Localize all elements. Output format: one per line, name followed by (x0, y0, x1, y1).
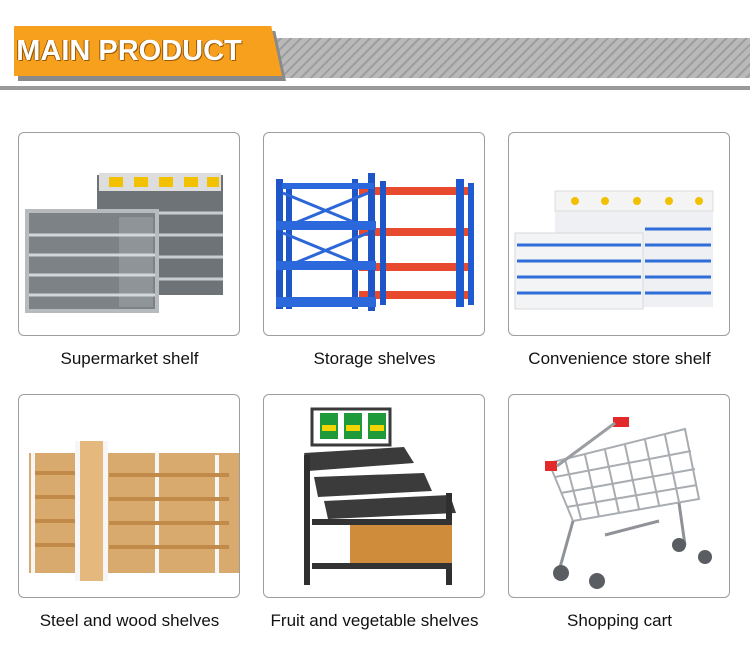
product-card-steel-and-wood-shelves[interactable] (18, 394, 240, 598)
product-card-fruit-and-vegetable-shelves[interactable] (263, 394, 485, 598)
title-tab: MAIN PRODUCT (14, 26, 282, 76)
section-title: MAIN PRODUCT (16, 34, 242, 67)
product-caption: Storage shelves (313, 349, 436, 368)
product-caption: Shopping cart (567, 611, 672, 630)
product-card-shopping-cart[interactable] (508, 394, 730, 598)
header-divider (0, 86, 750, 90)
product-caption: Steel and wood shelves (39, 611, 220, 630)
product-caption: Convenience store shelf (528, 349, 711, 368)
fruit-and-vegetable-shelves-image (304, 407, 456, 585)
product-card-supermarket-shelf[interactable] (18, 132, 240, 336)
product-card-storage-shelves[interactable] (263, 132, 485, 336)
header-stripe-band (270, 38, 750, 78)
product-caption: Fruit and vegetable shelves (270, 611, 479, 630)
convenience-store-shelf-image (514, 190, 714, 310)
storage-shelves-image (276, 173, 474, 311)
steel-and-wood-shelves-image (29, 441, 239, 581)
supermarket-shelf-image (25, 173, 223, 313)
shopping-cart-image (545, 417, 712, 589)
product-caption: Supermarket shelf (60, 349, 199, 368)
section-header: MAIN PRODUCT (0, 0, 750, 95)
product-card-convenience-store-shelf[interactable] (508, 132, 730, 336)
